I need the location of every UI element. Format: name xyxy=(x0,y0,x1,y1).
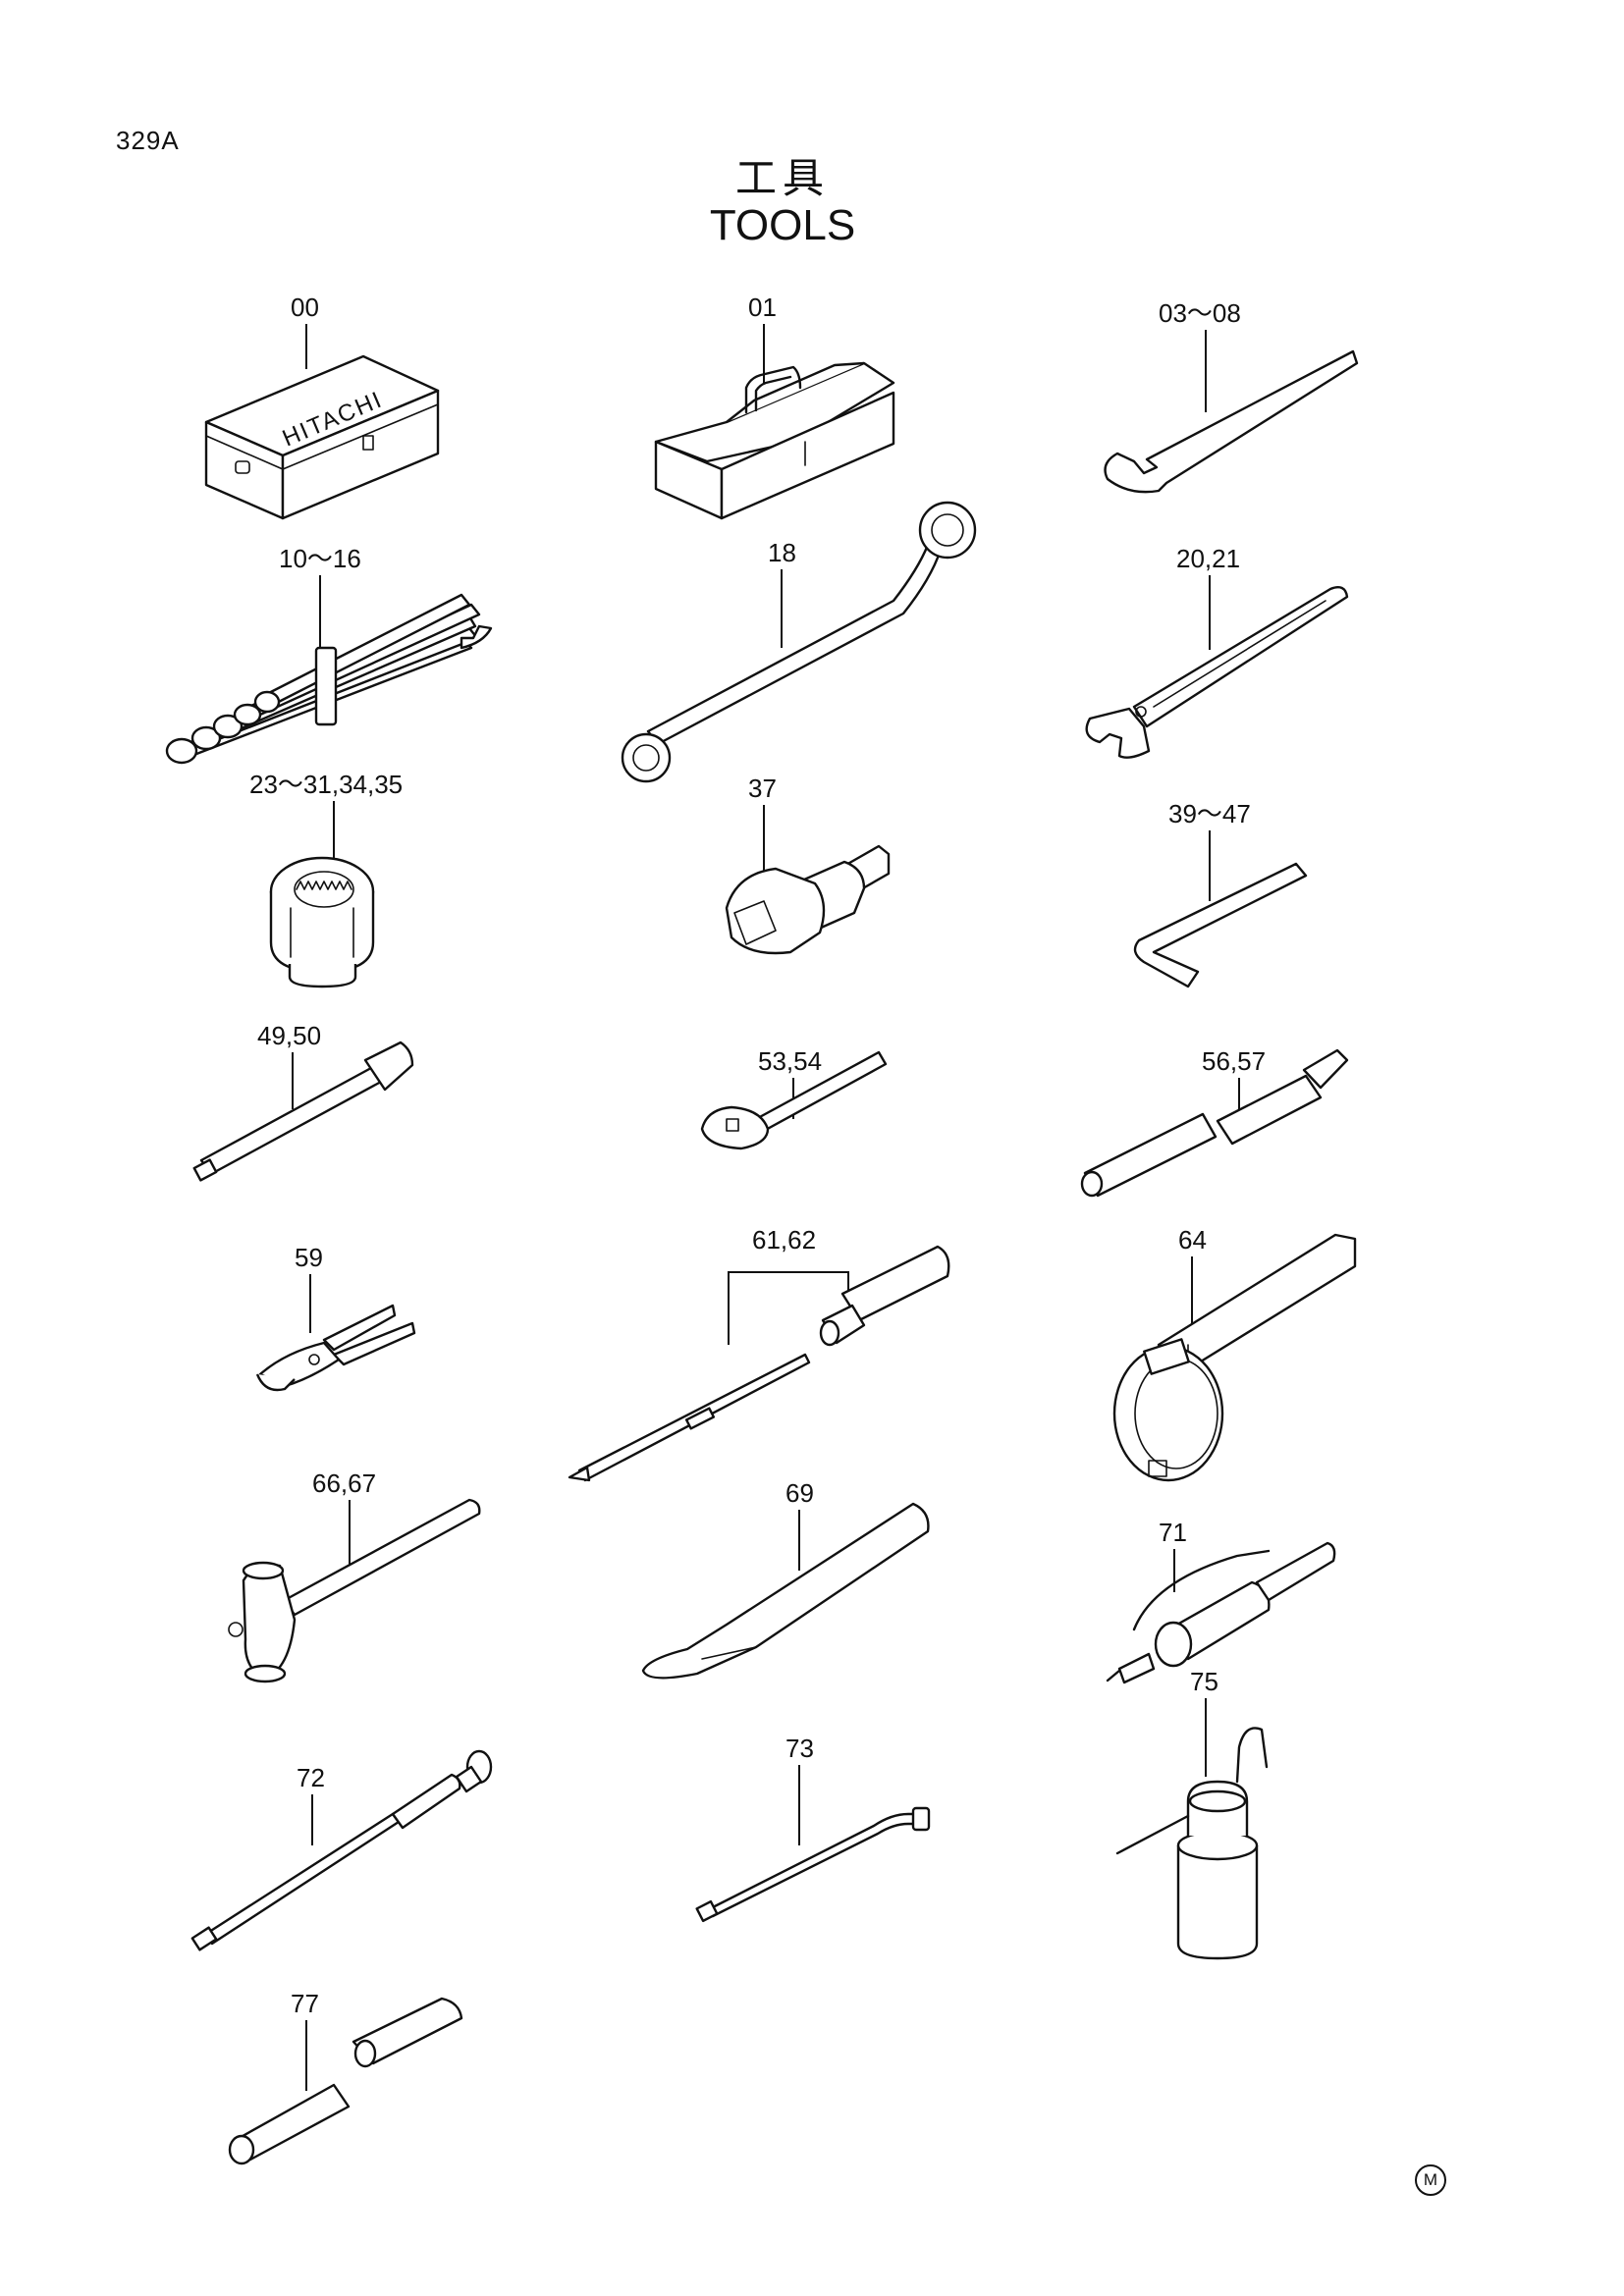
part-label-37: 37 xyxy=(748,774,777,803)
wrench-set-icon: 10～16 xyxy=(165,544,493,765)
part-label-20-21: 20,21 xyxy=(1176,544,1240,573)
part-label-71: 71 xyxy=(1159,1518,1187,1547)
part-label-49-50: 49,50 xyxy=(257,1021,321,1050)
hex-key-icon: 39～47 xyxy=(1133,799,1308,988)
part-label-59: 59 xyxy=(295,1243,323,1272)
grease-nozzle-icon: 73 xyxy=(695,1734,931,1923)
manual-mark: M xyxy=(1415,2164,1446,2196)
tool-box-icon: 00 HITACHI xyxy=(204,293,440,520)
part-label-56-57: 56,57 xyxy=(1202,1046,1266,1076)
oil-can-icon: 75 xyxy=(1115,1667,1269,1960)
part-label-18: 18 xyxy=(768,538,796,567)
hammer-icon: 66,67 xyxy=(228,1468,481,1683)
pliers-icon: 59 xyxy=(255,1243,416,1392)
pipe-icon: 77 xyxy=(228,1989,463,2165)
part-label-72: 72 xyxy=(297,1763,325,1792)
extension-bar-icon: 49,50 xyxy=(192,1021,414,1182)
page-title-japanese: 工具 xyxy=(734,154,830,202)
part-label-01: 01 xyxy=(748,293,777,322)
part-label-39-47: 39～47 xyxy=(1168,799,1251,828)
ratchet-handle-icon: 53,54 xyxy=(700,1046,888,1150)
open-end-wrench-icon: 03～08 xyxy=(1104,298,1359,494)
adjustable-wrench-icon: 20,21 xyxy=(1085,544,1349,759)
tool-case-icon: 01 xyxy=(654,293,895,520)
part-label-03-08: 03～08 xyxy=(1159,298,1241,328)
part-label-53-54: 53,54 xyxy=(758,1046,822,1076)
part-label-73: 73 xyxy=(785,1734,814,1763)
part-label-66-67: 66,67 xyxy=(312,1468,376,1498)
socket-icon: 23～31,34,35 xyxy=(249,770,403,988)
page-code: 329A xyxy=(116,126,180,155)
screwdriver-icon: 61,62 xyxy=(568,1225,950,1482)
pipe-handle-icon: 56,57 xyxy=(1080,1046,1349,1198)
part-label-75: 75 xyxy=(1190,1667,1218,1696)
part-label-77: 77 xyxy=(291,1989,319,2018)
part-label-69: 69 xyxy=(785,1478,814,1508)
part-label-64: 64 xyxy=(1178,1225,1207,1255)
square-drive-adapter-icon: 37 xyxy=(725,774,891,955)
grease-gun-icon: 71 xyxy=(1106,1518,1336,1684)
part-label-10-16: 10～16 xyxy=(279,544,361,573)
grease-hose-icon: 72 xyxy=(190,1749,493,1951)
part-label-23-35: 23～31,34,35 xyxy=(249,770,403,799)
part-label-00: 00 xyxy=(291,293,319,322)
chisel-icon: 69 xyxy=(641,1478,930,1680)
part-label-61-62: 61,62 xyxy=(752,1225,816,1255)
page-title: TOOLS xyxy=(709,201,856,249)
filter-wrench-icon: 64 xyxy=(1112,1225,1357,1482)
offset-box-wrench-icon: 18 xyxy=(621,501,977,783)
